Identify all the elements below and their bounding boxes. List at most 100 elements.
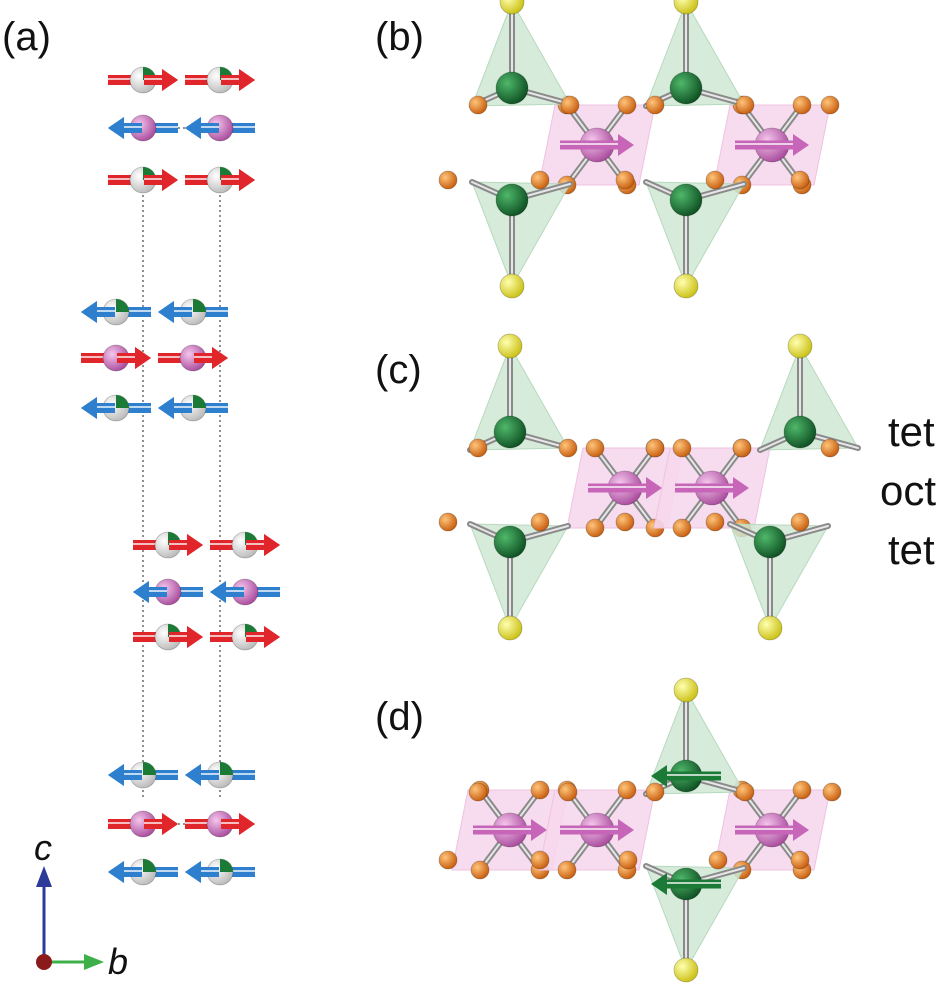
spin-arrow-head <box>187 626 203 648</box>
apical-anion-atom-icon <box>499 273 525 299</box>
spin-arrow-icon <box>651 765 721 787</box>
tetrahedron-face <box>645 0 745 107</box>
anion-atom-icon <box>530 850 550 870</box>
spin-arrow-head <box>733 477 749 499</box>
apical-anion-atom-icon <box>673 677 699 703</box>
panel-c-structure <box>438 333 861 641</box>
spin-arrow-head <box>81 397 97 419</box>
anion-atom-icon <box>615 170 635 190</box>
tetrahedron-face <box>729 523 829 630</box>
tetrahedron-face <box>645 688 745 795</box>
spin-arrow-head <box>133 581 149 603</box>
spin-arrow-head <box>618 134 634 156</box>
apical-anion-atom-icon <box>499 0 525 15</box>
anion-atom-icon <box>618 850 638 870</box>
spin-arrow-head <box>651 873 667 895</box>
spin-arrow-icon <box>81 397 115 419</box>
anion-atom-icon <box>822 782 842 802</box>
anion-atom-icon <box>790 850 810 870</box>
apical-anion-atom-icon <box>673 0 699 15</box>
atom-occupancy-wedge <box>116 299 129 312</box>
atom-occupancy-wedge <box>220 762 233 775</box>
atom-occupancy-wedge <box>116 395 129 408</box>
spin-arrow-head <box>108 861 124 883</box>
anion-atom-icon <box>672 518 692 538</box>
spin-arrow-icon <box>194 347 228 369</box>
spin-arrow-icon <box>81 301 115 323</box>
anion-atom-icon <box>558 782 578 802</box>
panel-label-d: (d) <box>375 695 424 739</box>
atom-occupancy-wedge <box>193 299 206 312</box>
tetrahedron-face <box>645 865 745 972</box>
spin-arrow-head <box>162 169 178 191</box>
tetrahedral-cation-atom-icon <box>669 183 703 217</box>
panel-label-c: (c) <box>375 348 422 392</box>
apical-anion-atom-icon <box>673 957 699 983</box>
spin-arrow-icon <box>185 861 219 883</box>
spin-arrow-icon <box>158 301 192 323</box>
axis-origin-icon <box>36 954 52 970</box>
spin-arrow-icon <box>108 764 142 786</box>
spin-arrow-icon <box>221 813 255 835</box>
axis-b-label: b <box>108 941 128 982</box>
anion-atom-icon <box>560 95 580 115</box>
spin-arrow-head <box>135 347 151 369</box>
anion-atom-icon <box>790 512 810 532</box>
tetrahedron-face <box>645 181 745 288</box>
tetrahedral-site-atom-icon <box>206 761 234 789</box>
panel-d-structure <box>438 677 842 983</box>
spin-arrow-head <box>239 169 255 191</box>
spin-arrow-icon <box>117 347 151 369</box>
anion-atom-icon <box>585 518 605 538</box>
anion-atom-icon <box>792 95 812 115</box>
tetrahedral-site-atom-icon <box>102 298 130 326</box>
spin-arrow-icon <box>246 626 280 648</box>
spin-arrow-head <box>187 534 203 556</box>
spin-arrow-icon <box>651 873 721 895</box>
anion-atom-icon <box>438 170 458 190</box>
anion-atom-icon <box>645 438 665 458</box>
spin-arrow-head <box>646 477 662 499</box>
tetrahedral-cation-atom-icon <box>493 415 527 449</box>
spin-arrow-head <box>185 764 201 786</box>
axis-c-arrowhead-icon <box>36 866 52 887</box>
spin-arrow-icon <box>144 169 178 191</box>
spin-arrow-head <box>158 397 174 419</box>
spin-arrow-icon <box>735 819 809 841</box>
anion-atom-icon <box>708 850 728 870</box>
apical-anion-atom-icon <box>787 333 813 359</box>
anion-atom-icon <box>732 438 752 458</box>
spin-arrow-head <box>531 819 547 841</box>
anion-atom-icon <box>645 782 665 802</box>
tetrahedral-cation-atom-icon <box>753 525 787 559</box>
spin-arrow-icon <box>588 477 662 499</box>
spin-arrow-icon <box>560 134 634 156</box>
spin-arrow-head <box>162 813 178 835</box>
anion-atom-icon <box>672 438 692 458</box>
spin-arrow-icon <box>108 117 142 139</box>
spin-arrow-icon <box>560 819 634 841</box>
layer-label-tet-top: tet <box>888 408 935 455</box>
spin-arrow-icon <box>185 764 219 786</box>
anion-atom-icon <box>615 512 635 532</box>
tetrahedron-face <box>759 344 859 451</box>
spin-arrow-icon <box>169 534 203 556</box>
spin-arrow-head <box>239 813 255 835</box>
layer-label-oct: oct <box>880 467 936 514</box>
anion-atom-icon <box>705 170 725 190</box>
tetrahedron-face <box>469 523 569 630</box>
spin-arrow-icon <box>675 477 749 499</box>
layer-label-tet-bottom: tet <box>888 526 935 573</box>
anion-atom-icon <box>530 780 550 800</box>
anion-atom-icon <box>530 170 550 190</box>
spin-arrow-icon <box>221 69 255 91</box>
spin-arrow-head <box>264 534 280 556</box>
anion-atom-icon <box>558 438 578 458</box>
tetrahedral-cation-atom-icon <box>495 183 529 217</box>
spin-arrow-head <box>618 819 634 841</box>
spin-arrow-icon <box>144 813 178 835</box>
anion-atom-icon <box>438 512 458 532</box>
spin-arrow-icon <box>169 626 203 648</box>
spin-arrow-icon <box>735 134 809 156</box>
